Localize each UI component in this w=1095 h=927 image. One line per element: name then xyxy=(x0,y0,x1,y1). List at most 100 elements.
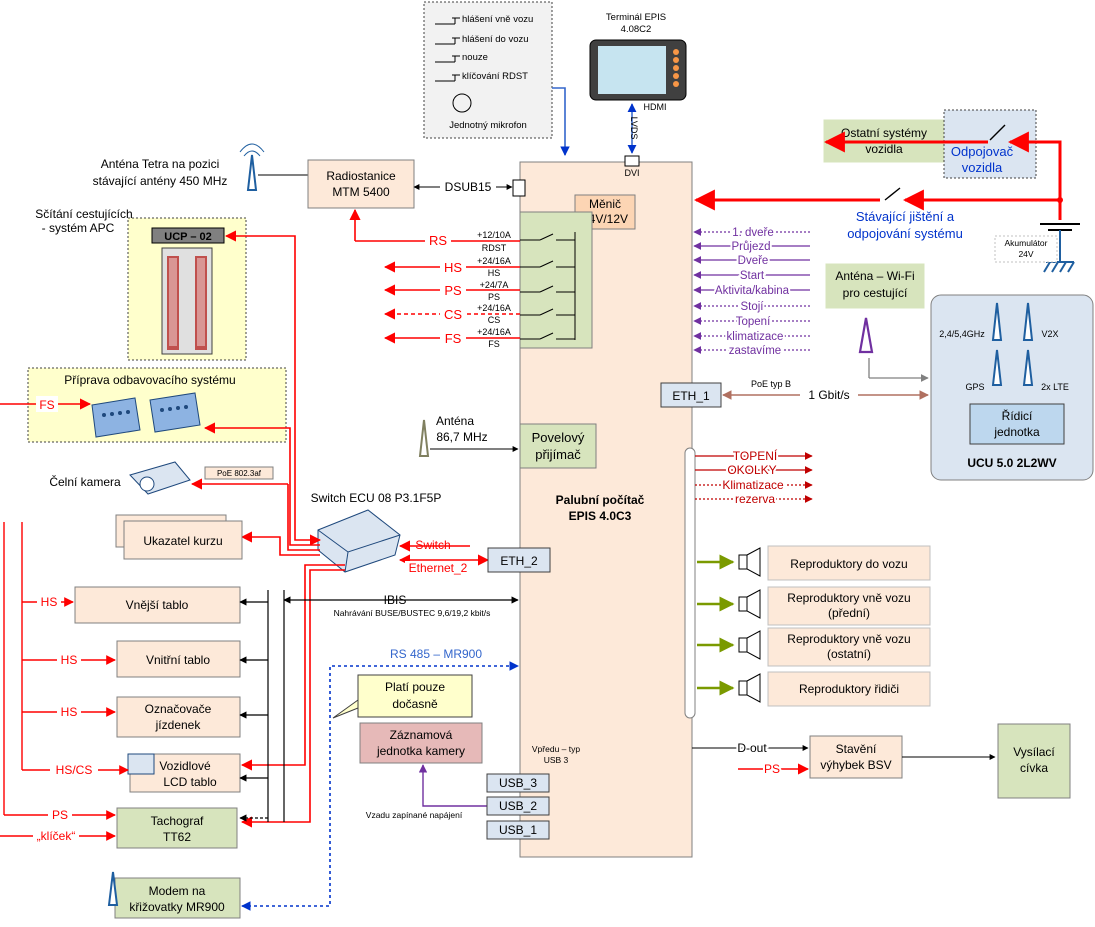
battery-icon xyxy=(1040,223,1080,273)
tacho-line2: TT62 xyxy=(163,830,191,844)
bsv-line1: Stavění xyxy=(836,742,877,756)
fuse-out-labels: RS HS PS CS FS xyxy=(425,232,466,346)
validator-hs: HS xyxy=(61,705,78,719)
ucu-control-line1: Řídicí xyxy=(1002,408,1033,423)
disconnector-line2: vozidla xyxy=(962,160,1003,175)
ucu-gps: GPS xyxy=(965,382,984,392)
outer-display: Vnější tablo xyxy=(74,586,241,624)
link-speed: 1 Gbit/s xyxy=(808,388,849,402)
wifi-antenna: Anténa – Wi-Fi pro cestující xyxy=(825,263,928,378)
command-receiver: Povelový přijímač xyxy=(519,423,597,469)
camera-recorder: Záznamová jednotka kamery xyxy=(359,722,483,764)
fuse-4-bottom: CS xyxy=(488,315,501,325)
course-indicator: Ukazatel kurzu xyxy=(115,514,243,560)
outer-hs: HS xyxy=(41,595,58,609)
output-1: TOPENÍ xyxy=(733,448,778,463)
main-computer: Palubní počítač EPIS 4.0C3 DVI xyxy=(512,155,696,858)
hdmi-label: HDMI xyxy=(644,102,667,112)
usb-rear-note: Vzadu zapínané napájení xyxy=(366,810,463,820)
povel-antenna-icon xyxy=(418,419,430,457)
usb1-label: USB_1 xyxy=(499,823,537,837)
camera-poe: PoE 802.3af xyxy=(217,469,262,478)
switch-ecu-label: Switch ECU 08 P3.1F5P xyxy=(311,491,442,505)
eth1-label: ETH_1 xyxy=(672,389,710,403)
eth2-label: ETH_2 xyxy=(500,554,538,568)
fuse-block xyxy=(519,211,593,349)
switch-inside: hlášení do vozu xyxy=(462,34,529,45)
note-line1: Platí pouze xyxy=(385,680,445,694)
mic-label: Jednotný mikrofon xyxy=(449,120,527,131)
fuse-5-bottom: FS xyxy=(488,339,500,349)
switch-rdst: klíčování RDST xyxy=(462,71,528,82)
speaker-1-line1: Reproduktory do vozu xyxy=(790,557,907,571)
main-title: Palubní počítač xyxy=(556,493,645,507)
recorder-line1: Záznamová xyxy=(390,728,453,742)
coil-line2: cívka xyxy=(1020,761,1048,775)
usb-front-note2: USB 3 xyxy=(544,755,569,765)
dvi-port xyxy=(624,155,640,167)
ucu-box: 2,4/5,4GHz V2X GPS 2x LTE Řídicí jednotk… xyxy=(930,294,1094,481)
output-2: OKOLKY xyxy=(727,463,776,477)
speakers: Reproduktory do vozu Reproduktory vně vo… xyxy=(697,545,931,707)
course-indicator-label: Ukazatel kurzu xyxy=(143,534,222,548)
modem: Modem na křižovatky MR900 xyxy=(107,871,241,919)
fs-in-label: FS xyxy=(39,398,54,412)
wifi-line2: pro cestující xyxy=(843,286,908,300)
ucu-control-line2: jednotka xyxy=(993,425,1040,439)
protection-line1: Stávající jištění a xyxy=(856,209,955,224)
output-3: Klimatizace xyxy=(722,478,784,492)
radio-line1: Radiostanice xyxy=(326,169,396,183)
speaker-4-line1: Reproduktory řidiči xyxy=(799,682,899,696)
input-3: Dveře xyxy=(738,255,769,267)
ucu-label: UCU 5.0 2L2WV xyxy=(967,456,1056,470)
radio-line2: MTM 5400 xyxy=(332,185,390,199)
coil-line1: Vysílací xyxy=(1013,745,1055,759)
input-lines xyxy=(693,228,810,354)
input-labels: 1. dveře Průjezd Dveře Start Aktivita/ka… xyxy=(713,225,792,359)
other-line1: Ostatní systémy xyxy=(841,126,927,140)
battery-line2: 24V xyxy=(1018,249,1033,259)
ucp-label: UCP – 02 xyxy=(164,231,212,243)
terminal-title: Terminál EPIS xyxy=(606,12,666,23)
output-lines xyxy=(695,452,813,503)
speaker-2-line2: (přední) xyxy=(828,606,870,620)
terminal: Terminál EPIS 4.08C2 HDMI LVDS xyxy=(589,12,687,154)
left-power-lines xyxy=(0,522,129,841)
mic-link xyxy=(552,87,570,156)
fs-out-label: FS xyxy=(445,331,462,346)
link-poe: PoE typ B xyxy=(751,379,791,389)
apc-line1: Sčítání cestujících xyxy=(35,207,132,221)
input-6: Stojí xyxy=(740,301,764,313)
io-rail xyxy=(684,447,696,719)
main-subtitle: EPIS 4.0C3 xyxy=(569,509,632,523)
rs-label: RS xyxy=(429,233,447,248)
inner-display-label: Vnitřní tablo xyxy=(146,653,210,667)
outer-display-label: Vnější tablo xyxy=(126,598,189,612)
speaker-3-line1: Reproduktory vně vozu xyxy=(787,632,910,646)
rs485-link xyxy=(241,661,519,911)
bsv-line2: výhybek BSV xyxy=(820,758,891,772)
input-8: klimatizace xyxy=(727,331,784,343)
dvi-label: DVI xyxy=(624,168,639,178)
apc-box: UCP – 02 xyxy=(127,217,247,361)
povel-antenna-line1: Anténa xyxy=(436,414,474,428)
output-labels: TOPENÍ OKOLKY Klimatizace rezerva xyxy=(720,446,786,508)
fuse-2-top: +24/16A xyxy=(477,256,511,266)
converter-line2: 24V/12V xyxy=(582,212,628,226)
modem-line1: Modem na xyxy=(149,884,206,898)
input-9: zastavíme xyxy=(729,345,781,357)
disconnector-line1: Odpojovač xyxy=(951,144,1014,159)
note-line2: dočasně xyxy=(392,697,438,711)
fuse-3-bottom: PS xyxy=(488,292,500,302)
fuse-3-top: +24/7A xyxy=(480,280,509,290)
fuse-4-top: +24/16A xyxy=(477,303,511,313)
dsub-port xyxy=(512,179,526,197)
radio-station: Radiostanice MTM 5400 xyxy=(307,159,415,209)
rs485-label: RS 485 – MR900 xyxy=(390,647,482,661)
wifi-line1: Anténa – Wi-Fi xyxy=(835,269,914,283)
ibis-label: IBIS xyxy=(384,593,407,607)
fuse-2-bottom: HS xyxy=(488,268,501,278)
dsub-label: DSUB15 xyxy=(445,180,492,194)
tetra-line1: Anténa Tetra na pozici xyxy=(101,157,220,171)
